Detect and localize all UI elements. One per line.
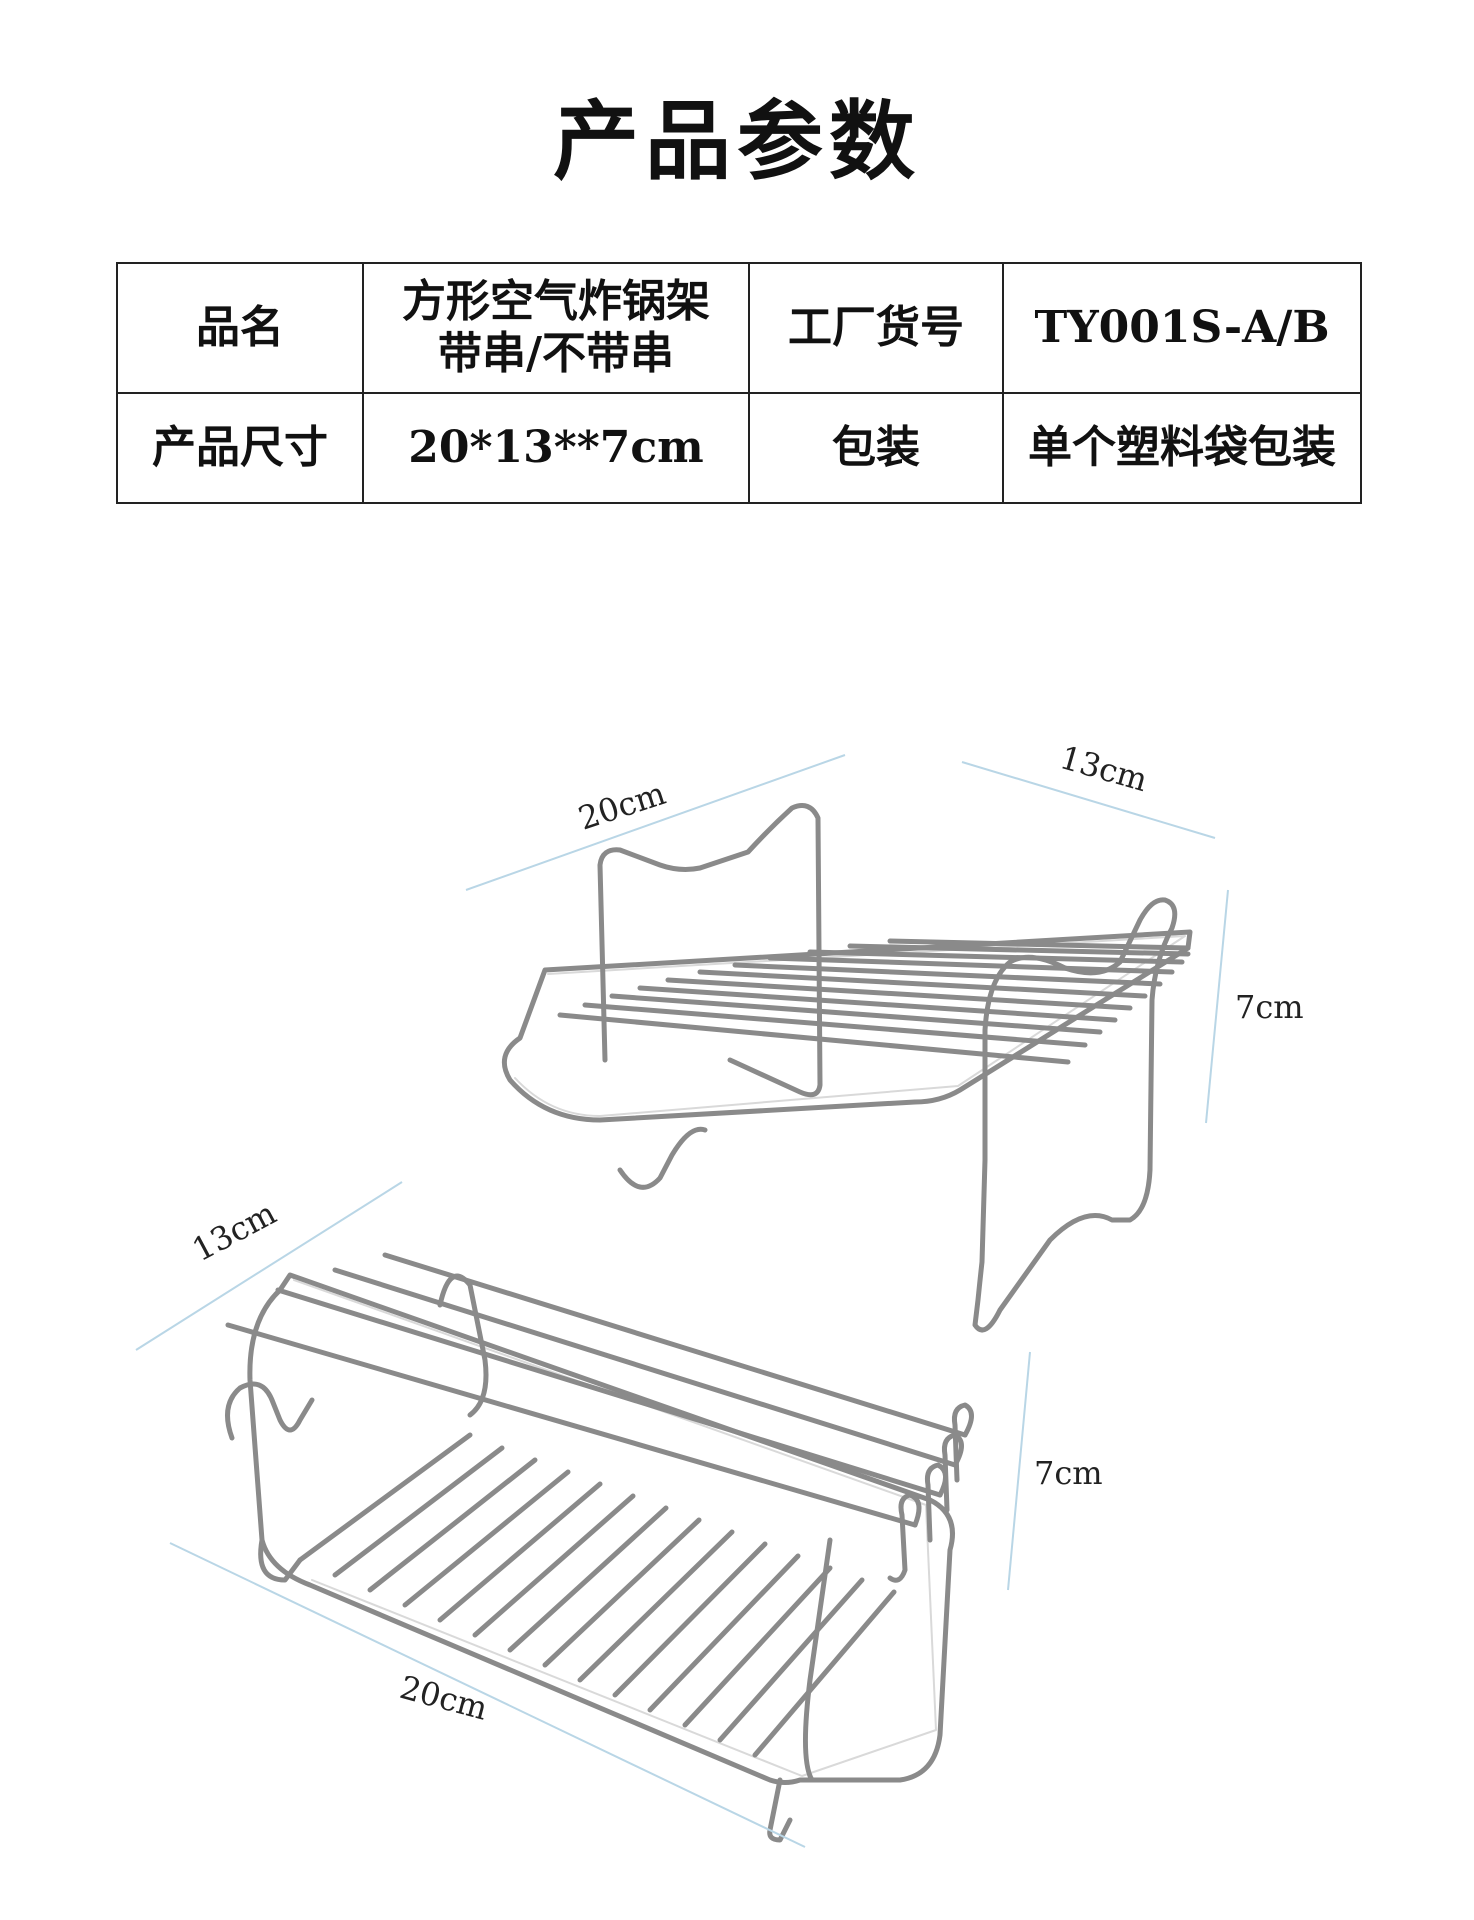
- dim-label-top-width: 13cm: [1056, 738, 1152, 799]
- dim-line-bottom-width: [135, 1181, 403, 1351]
- dim-label-top-height: 7cm: [1235, 988, 1304, 1026]
- dim-line-top-height: [1205, 889, 1229, 1124]
- dim-label-top-length: 20cm: [574, 774, 670, 838]
- dim-line-bottom-length: [169, 1542, 806, 1848]
- label-product-name: 品名: [116, 262, 364, 394]
- dim-line-top-length: [465, 754, 846, 891]
- rack-skewer-image: [225, 1252, 974, 1843]
- dim-line-top-width: [961, 761, 1216, 839]
- label-product-size: 产品尺寸: [116, 392, 364, 504]
- product-name-line1: 方形空气炸锅架: [402, 276, 710, 327]
- product-dimension-figure: 20cm 13cm 7cm: [135, 738, 1304, 1848]
- value-product-name: 方形空气炸锅架 带串/不带串: [362, 262, 750, 394]
- dim-label-bottom-width: 13cm: [186, 1194, 282, 1269]
- table-row: 产品尺寸 20*13**7cm 包装 单个塑料袋包装: [116, 392, 1362, 504]
- value-packaging: 单个塑料袋包装: [1002, 392, 1362, 504]
- value-product-size: 20*13**7cm: [362, 392, 750, 504]
- product-params-table: 品名 方形空气炸锅架 带串/不带串 工厂货号 TY001S-A/B 产品尺寸 2…: [116, 262, 1362, 504]
- table-row: 品名 方形空气炸锅架 带串/不带串 工厂货号 TY001S-A/B: [116, 262, 1362, 394]
- value-factory-number: TY001S-A/B: [1002, 262, 1362, 394]
- label-factory-number: 工厂货号: [748, 262, 1004, 394]
- dim-label-bottom-length: 20cm: [396, 1668, 492, 1728]
- label-packaging: 包装: [748, 392, 1004, 504]
- product-name-line2: 带串/不带串: [437, 328, 675, 379]
- dim-line-bottom-height: [1007, 1351, 1031, 1591]
- dim-label-bottom-height: 7cm: [1034, 1454, 1103, 1492]
- bottom-rack-dimensions: 13cm 7cm 20cm: [135, 1181, 1103, 1848]
- rack-plain-image: [501, 803, 1193, 1333]
- page-title: 产品参数: [553, 92, 921, 192]
